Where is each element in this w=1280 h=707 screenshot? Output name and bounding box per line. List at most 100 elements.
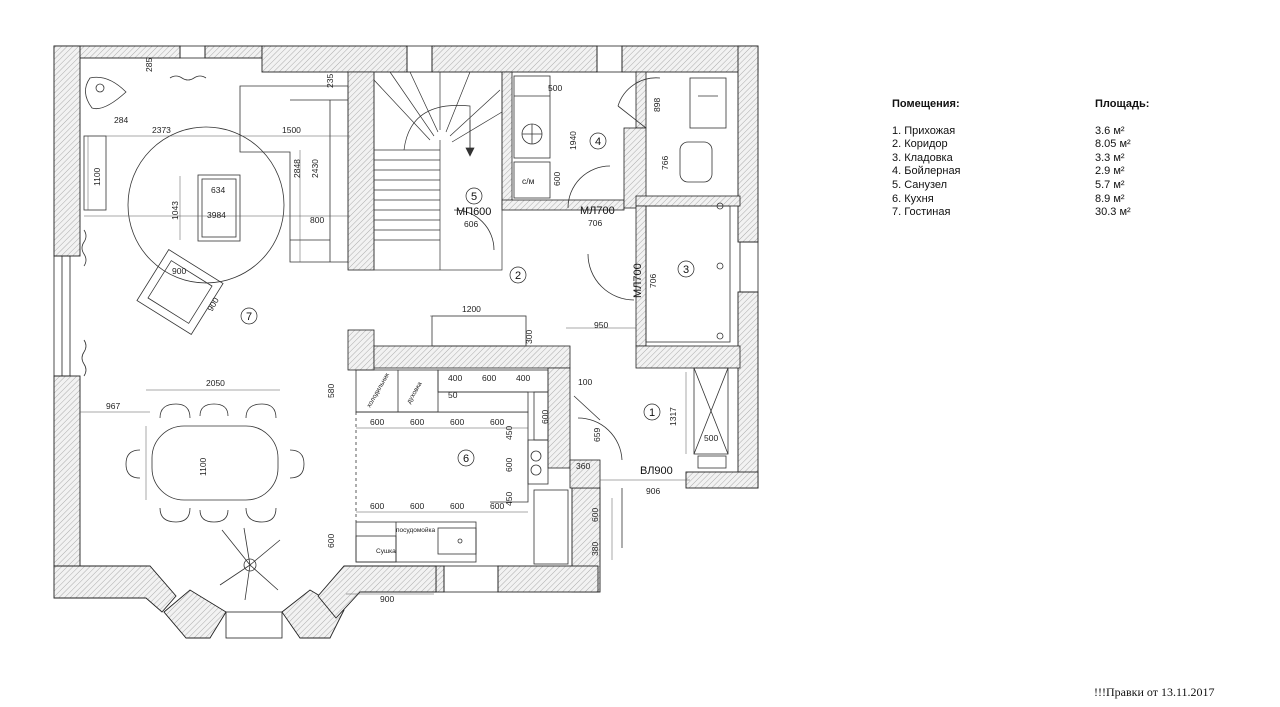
dim-2430: 2430 [310,159,320,178]
fridge-label: холодильник [366,372,391,409]
dim-1500: 1500 [282,125,301,135]
room-number-5: 5 [471,191,477,203]
kitchen-cabinets [355,315,569,565]
washer-label: с/м [522,176,535,186]
dim-967: 967 [106,401,120,411]
room-area-3: 3.3 м² [1095,151,1125,164]
dim-600-r2: 600 [410,417,424,427]
dim-600-r1: 600 [370,417,384,427]
dim-900-a: 900 [172,266,186,276]
interior-walls [347,71,741,489]
dim-500-hall: 500 [704,433,718,443]
dim-634: 634 [211,185,225,195]
room-name-7: 7. Гостиная [892,206,951,219]
dim-600-b3: 600 [450,501,464,511]
dishwasher-label: посудомойка [396,526,436,534]
dim-606: 606 [464,219,478,229]
room-area-5: 5.7 м² [1095,178,1125,191]
dimension-lines [80,135,690,595]
room-area-2: 8.05 м² [1095,138,1131,151]
dim-659: 659 [592,428,602,442]
dim-600-left: 600 [326,534,336,548]
dim-1100-left: 1100 [92,167,102,186]
dim-580: 580 [326,384,336,398]
rooms-header: Помещения: [892,98,960,110]
dim-600-bath: 600 [552,172,562,186]
room-number-4: 4 [595,136,601,148]
dim-600-r4: 600 [490,417,504,427]
dim-380: 380 [590,542,600,556]
door-label-ml700-side: МЛ700 [632,263,644,298]
living-furniture [81,75,349,601]
chair-set [125,403,305,523]
room-names-column: Помещения: 1. Прихожая 2. Коридор 3. Кла… [892,98,961,220]
dim-900-b: 900 [205,295,221,313]
room-number-1: 1 [649,407,655,419]
dim-600-side1: 600 [540,410,550,424]
room-number-3: 3 [683,264,689,276]
dim-2050: 2050 [206,378,225,388]
dim-400-a: 400 [448,373,462,383]
dim-950: 950 [594,320,608,330]
dim-285: 285 [144,58,154,72]
dim-3984: 3984 [207,210,226,220]
area-header: Площадь: [1095,98,1150,110]
dim-500-top: 500 [548,83,562,93]
dim-400-b: 400 [516,373,530,383]
doors [453,165,635,548]
dim-1940: 1940 [568,131,578,150]
dim-600-b1: 600 [370,501,384,511]
exterior-walls [53,45,759,639]
room-name-5: 5. Санузел [892,178,948,191]
dim-600-side2: 600 [504,458,514,472]
dim-766: 766 [660,156,670,170]
dim-706-a: 706 [588,218,602,228]
windows [53,45,759,639]
room-area-7: 30.3 м² [1095,206,1131,219]
dim-600-b2: 600 [410,501,424,511]
dim-900-bottom: 900 [380,594,394,604]
door-label-vl900: ВЛ900 [640,465,673,477]
dim-906: 906 [646,486,660,496]
dim-1317: 1317 [668,407,678,426]
dim-600-b4: 600 [490,501,504,511]
room-name-4: 4. Бойлерная [892,165,961,178]
room-name-6: 6. Кухня [892,192,934,205]
room-name-1: 1. Прихожая [892,124,956,137]
dim-235: 235 [325,74,335,88]
revision-note: !!!Правки от 13.11.2017 [1094,685,1215,699]
dim-600-door: 600 [590,508,600,522]
dim-100: 100 [578,377,592,387]
hall-fixtures [645,202,731,469]
dim-50: 50 [448,390,458,400]
room-number-2: 2 [515,270,521,282]
bathroom-fixtures [513,75,727,199]
staircase [373,71,503,271]
dim-706-b: 706 [648,274,658,288]
dim-600-r3: 600 [450,417,464,427]
dim-450-b: 450 [504,492,514,506]
room-area-1: 3.6 м² [1095,124,1125,137]
dim-450-a: 450 [504,426,514,440]
dim-1100-table: 1100 [198,457,208,476]
room-name-2: 2. Коридор [892,138,948,151]
dim-2373: 2373 [152,125,171,135]
dim-300: 300 [524,330,534,344]
dim-1043: 1043 [170,201,180,220]
dim-1200: 1200 [462,304,481,314]
dim-2848: 2848 [292,159,302,178]
dim-600-k1: 600 [482,373,496,383]
room-name-3: 3. Кладовка [892,151,953,164]
dim-800: 800 [310,215,324,225]
room-area-4: 2.9 м² [1095,165,1125,178]
dryer-label: Сушка [376,548,396,555]
room-number-6: 6 [463,453,469,465]
room-areas-column: Площадь: 3.6 м² 8.05 м² 3.3 м² 2.9 м² 5.… [1095,98,1149,220]
room-markers [240,132,695,467]
oven-label: духовка [406,380,424,405]
door-label-ml700-top: МЛ700 [580,205,615,217]
door-label-mp600: МП600 [456,206,491,218]
room-area-6: 8.9 м² [1095,192,1125,205]
dim-360: 360 [576,461,590,471]
